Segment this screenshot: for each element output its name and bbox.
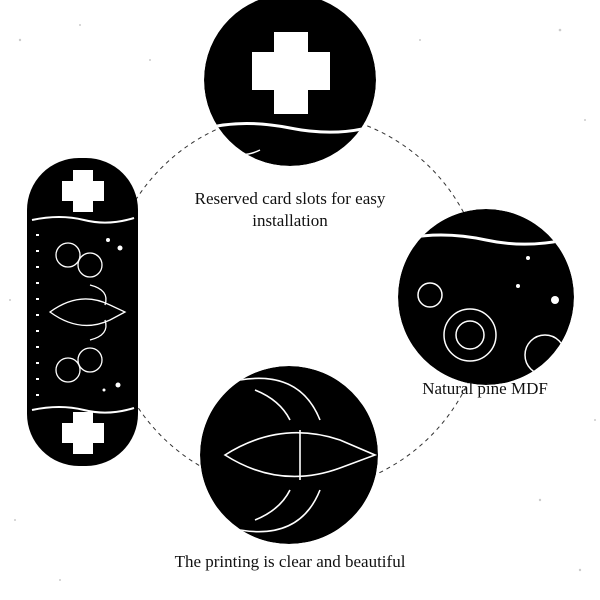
barbed-wire-detail — [204, 122, 376, 134]
cross-cutout-top — [62, 170, 104, 212]
bookmark-board — [27, 158, 138, 466]
barbed-wire-top — [31, 216, 135, 224]
caption-printing: The printing is clear and beautiful — [174, 552, 406, 571]
skull-flower-artwork — [48, 242, 127, 383]
detail-circle-material — [398, 209, 574, 385]
cross-cutout-detail — [252, 32, 330, 114]
background-sparkles — [9, 24, 596, 581]
barbed-wire-bottom — [31, 406, 135, 414]
caption-material: Natural pine MDF — [422, 379, 548, 398]
numeral-strip — [36, 234, 39, 396]
stars — [102, 238, 123, 392]
cross-cutout-bottom — [62, 412, 104, 454]
caption-card-slots: Reserved card slots for easy installatio… — [170, 189, 410, 231]
stars — [516, 256, 559, 304]
detail-circle-card-slot — [204, 0, 376, 166]
skull-artwork — [223, 377, 378, 533]
detail-circle-printing — [200, 366, 378, 544]
caption-line: Reserved card slots for easy — [194, 189, 386, 208]
caption-line: installation — [252, 211, 328, 230]
barbed-wire-detail — [398, 233, 574, 246]
